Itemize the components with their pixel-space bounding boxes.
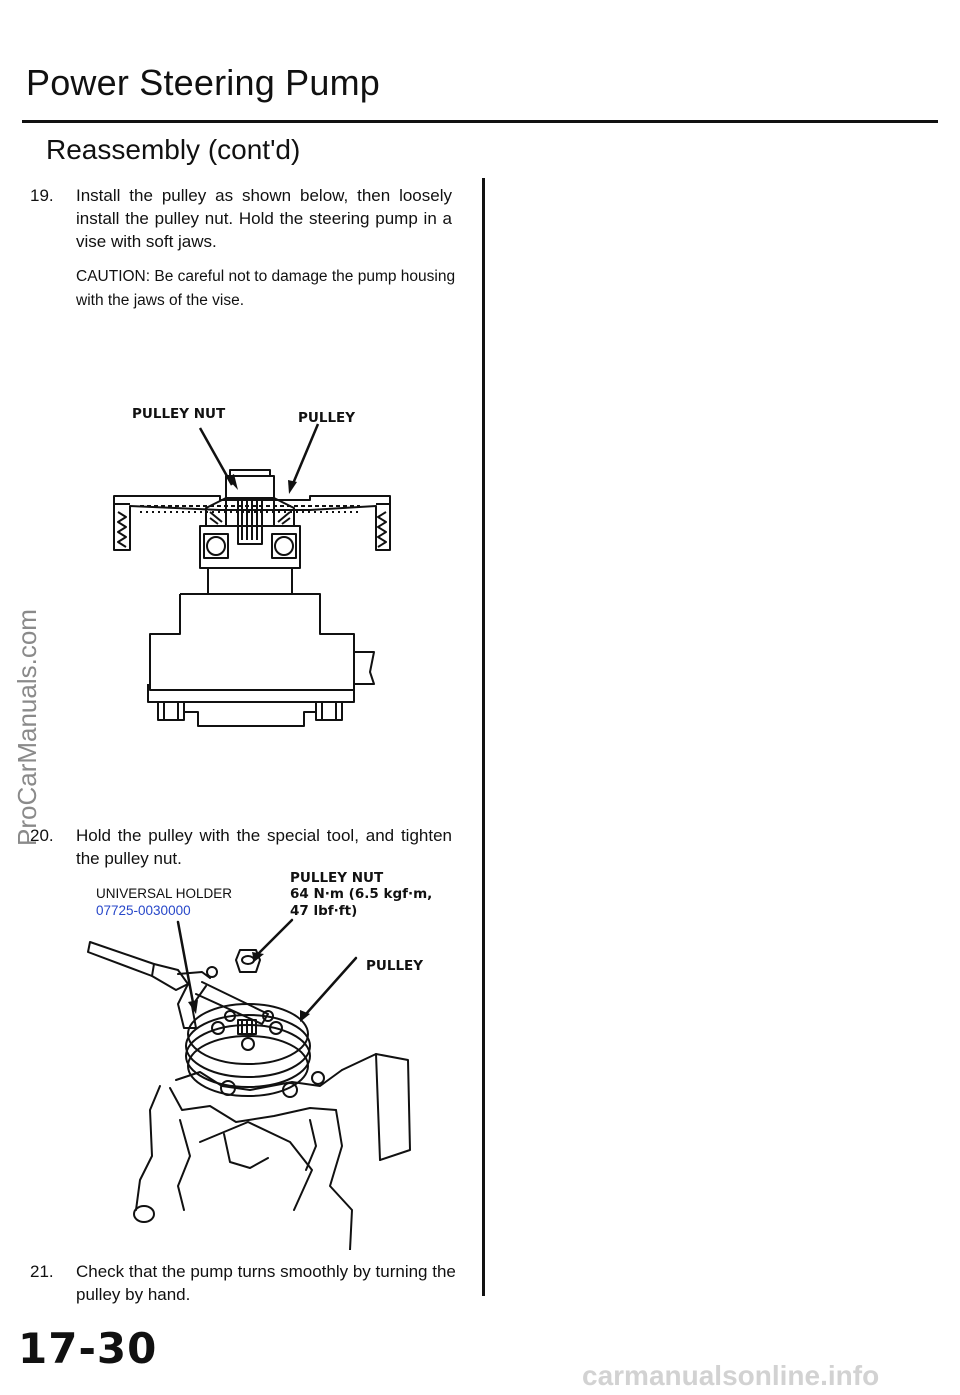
page-number: 17-30 xyxy=(18,1324,158,1373)
holder-tool-figure xyxy=(87,918,411,1250)
caution-note: CAUTION: Be careful not to damage the pu… xyxy=(76,268,456,309)
step-19: 19. Install the pulley as shown below, t… xyxy=(30,184,452,253)
label-pulley: PULLEY xyxy=(298,410,356,426)
torque-spec-line1: 64 N·m (6.5 kgf·m, xyxy=(290,886,433,902)
label-pulley-nut: PULLEY NUT xyxy=(132,406,226,422)
step-number: 20. xyxy=(30,826,54,845)
torque-spec-line2: 47 lbf·ft) xyxy=(290,903,358,919)
step-20: 20. Hold the pulley with the special too… xyxy=(30,824,452,870)
step-number: 21. xyxy=(30,1262,54,1281)
pump-section-figure xyxy=(113,423,391,727)
step-text: Hold the pulley with the special tool, a… xyxy=(76,826,452,868)
header-rule xyxy=(22,120,938,123)
step-text: Install the pulley as shown below, then … xyxy=(76,186,452,251)
watermark-bottom: carmanualsonline.info xyxy=(582,1360,880,1391)
section-title: Reassembly (cont'd) xyxy=(46,134,301,165)
column-divider xyxy=(482,178,485,1296)
label-pulley-2: PULLEY xyxy=(366,958,424,974)
step-number: 19. xyxy=(30,186,54,205)
step-text: Check that the pump turns smoothly by tu… xyxy=(76,1262,456,1304)
tool-name: UNIVERSAL HOLDER xyxy=(96,886,233,901)
step-21: 21. Check that the pump turns smoothly b… xyxy=(30,1260,460,1306)
label-pulley-nut-2: PULLEY NUT xyxy=(290,870,384,886)
tool-number: 07725-0030000 xyxy=(96,903,191,918)
watermark-side: ProCarManuals.com xyxy=(12,609,42,846)
page-title: Power Steering Pump xyxy=(26,62,380,103)
